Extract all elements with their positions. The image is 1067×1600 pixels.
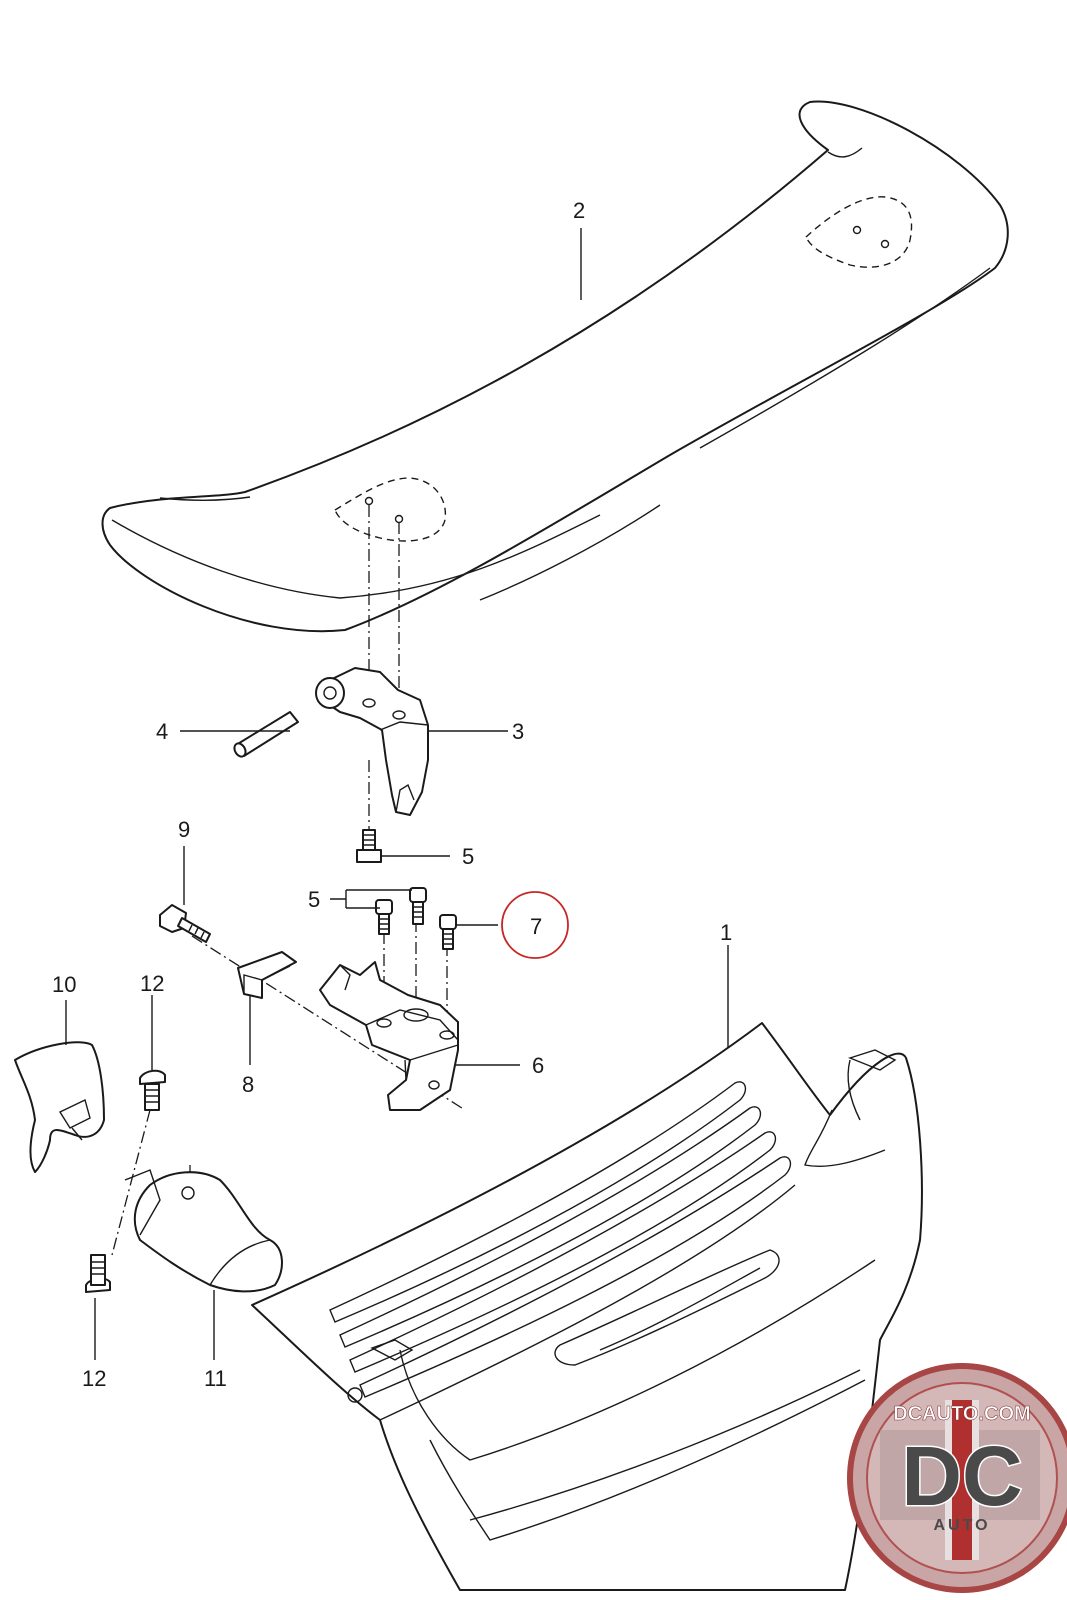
logo-top-text: DCAUTO.COM <box>893 1403 1030 1425</box>
callout-7: 7 <box>530 914 542 939</box>
callout-4: 4 <box>156 719 168 744</box>
callout-12-lower: 12 <box>82 1366 106 1391</box>
callout-numbers: 1 2 3 4 5 5 6 7 8 9 10 11 12 12 <box>52 198 732 1391</box>
callout-8: 8 <box>242 1072 254 1097</box>
dcauto-logo: DCAUTO.COM DC AUTO <box>847 1363 1067 1593</box>
callout-5-lower: 5 <box>308 887 320 912</box>
logo-main-text: DC <box>901 1429 1022 1523</box>
callout-3: 3 <box>512 719 524 744</box>
bolt-socket-left <box>375 899 393 935</box>
callout-11: 11 <box>204 1366 227 1391</box>
bolt-socket-right <box>439 914 457 950</box>
logo-bottom-text: AUTO <box>933 1517 990 1534</box>
screw-lower <box>85 1254 111 1293</box>
callout-12-upper: 12 <box>140 971 164 996</box>
screw-upper <box>139 1069 166 1111</box>
lower-spoiler-mount <box>319 961 459 1111</box>
leader-lines <box>65 228 729 1360</box>
rear-spoiler-wing <box>101 100 1009 633</box>
spring-clip <box>237 951 297 999</box>
upper-spoiler-bracket <box>315 667 429 816</box>
callout-7-highlight-circle <box>501 891 569 959</box>
bolt-socket-center <box>409 887 427 925</box>
callout-5-upper: 5 <box>462 844 474 869</box>
engine-lid-grille <box>251 1022 923 1591</box>
pivot-pin <box>233 711 299 758</box>
callout-1: 1 <box>720 920 732 945</box>
callout-10: 10 <box>52 972 76 997</box>
callout-9: 9 <box>178 817 190 842</box>
callout-6: 6 <box>532 1053 544 1078</box>
bolt-upper <box>356 829 382 863</box>
callout-2: 2 <box>573 198 585 223</box>
side-mount-bracket <box>124 1169 283 1293</box>
trim-cover-left <box>14 1041 105 1173</box>
long-bolt <box>159 904 211 943</box>
